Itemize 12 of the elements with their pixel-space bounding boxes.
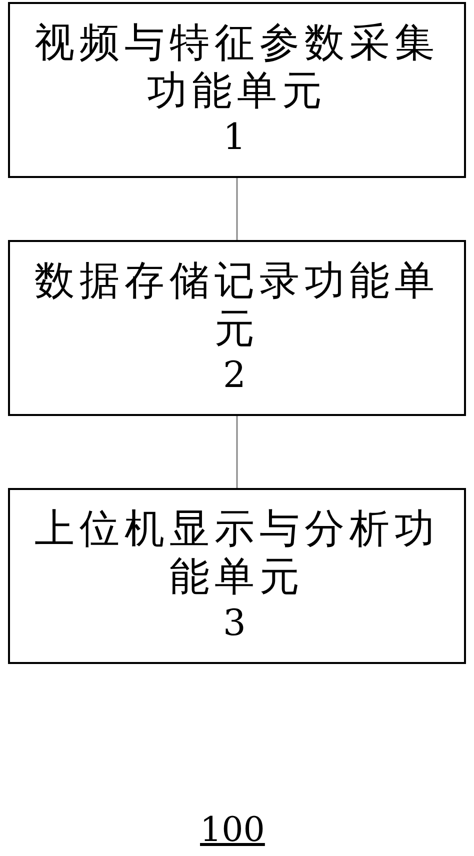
process-box xyxy=(8,240,466,416)
figure-number: 100 xyxy=(200,810,265,850)
box-label: 上位机显示与分析功能单元 xyxy=(34,505,440,601)
connector-line xyxy=(236,178,238,240)
reference-number: 1 xyxy=(223,116,251,160)
reference-number: 2 xyxy=(223,354,251,398)
reference-number: 3 xyxy=(223,602,251,646)
connector-line xyxy=(236,416,238,488)
box-label: 数据存储记录功能单元 xyxy=(34,257,440,353)
box-label: 视频与特征参数采集功能单元 xyxy=(34,19,440,115)
process-box xyxy=(8,2,466,178)
process-box xyxy=(8,488,466,664)
